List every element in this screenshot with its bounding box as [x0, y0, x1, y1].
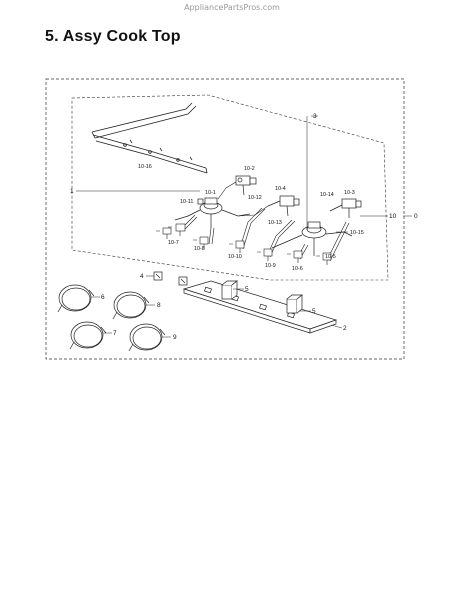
callout-10-15: 10-15 [350, 230, 364, 236]
cooktop-bracket [182, 280, 338, 334]
orifice-valve-10-5 [316, 252, 332, 265]
callout-6: 6 [101, 294, 105, 301]
valve-10-3 [329, 198, 362, 218]
callout-10-14: 10-14 [320, 192, 334, 198]
orifice-valve-10-8 [193, 236, 209, 249]
gas-assembly-dashed-frame [71, 94, 389, 281]
leader-lines [76, 115, 412, 338]
main-manifold-pipe [91, 102, 208, 174]
callout-10-16: 10-16 [138, 164, 152, 170]
callout-4: 4 [140, 273, 144, 280]
callout-10-1: 10-1 [205, 190, 216, 196]
callout-10-5: 10-5 [325, 254, 336, 260]
callout-10-8: 10-8 [194, 246, 205, 252]
callout-3: 3 [313, 113, 317, 120]
callout-7: 7 [113, 330, 117, 337]
wire-coil-9 [128, 323, 166, 352]
orifice-valve-10-7 [156, 227, 172, 239]
valve-10-4 [267, 195, 300, 217]
wire-coil-7 [69, 321, 107, 350]
callout-2: 2 [343, 325, 347, 332]
callout-10-9: 10-9 [265, 263, 276, 269]
burner-base-right [271, 221, 353, 256]
callout-10-11: 10-11 [180, 199, 193, 205]
outer-dashed-frame [45, 78, 405, 360]
orifice-valve-10-10 [229, 240, 245, 253]
orifice-valve-10-11 [168, 223, 186, 236]
callout-1: 1 [70, 188, 74, 195]
callout-10-12: 10-12 [248, 195, 262, 201]
page-title: 5. Assy Cook Top [45, 28, 181, 45]
clip-4 [153, 271, 188, 286]
site-watermark: AppliancePartsPros.com [184, 3, 280, 12]
callout-5a: 5 [245, 286, 249, 293]
valve-10-2 [225, 175, 257, 196]
callout-10-4: 10-4 [275, 186, 286, 192]
support-bracket-5b [286, 294, 303, 314]
callout-10: 10 [389, 213, 397, 220]
callout-9: 9 [173, 334, 177, 341]
orifice-valve-10-9 [257, 248, 273, 261]
support-bracket-5a [221, 280, 238, 300]
valve-body-10-1 [174, 197, 251, 228]
callout-8: 8 [157, 302, 161, 309]
callout-10-10: 10-10 [228, 254, 242, 260]
orifice-valve-10-6 [287, 250, 303, 263]
wire-coil-6 [57, 284, 95, 313]
callout-0: 0 [414, 213, 418, 220]
callout-10-13: 10-13 [268, 220, 282, 226]
wire-coil-8 [112, 291, 150, 320]
callout-10-7: 10-7 [168, 240, 179, 246]
callout-10-6: 10-6 [292, 266, 303, 272]
callout-10-3: 10-3 [344, 190, 355, 196]
callout-10-2: 10-2 [244, 166, 255, 172]
callout-5b: 5 [312, 308, 316, 315]
